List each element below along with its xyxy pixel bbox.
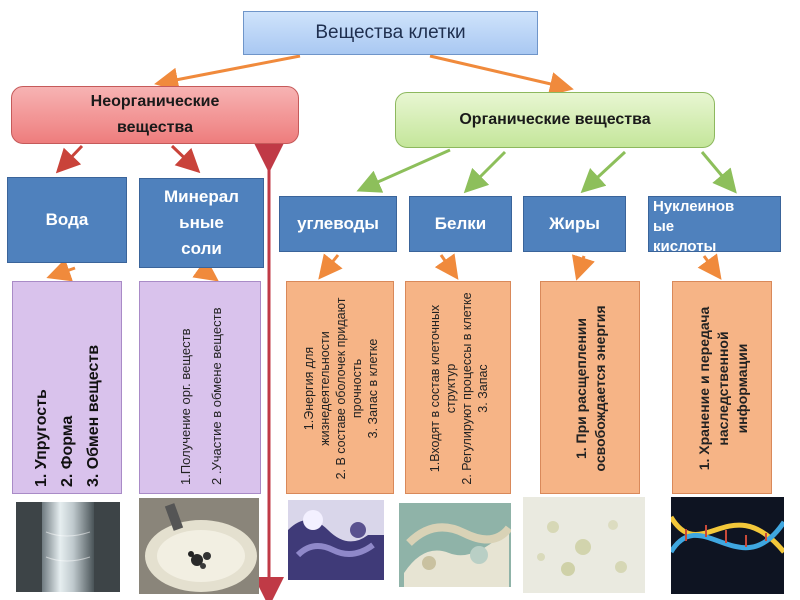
salts-item-1: 1.Получение орг. веществ — [178, 328, 193, 485]
mineral-dish-image — [139, 498, 259, 594]
water-node: Вода — [7, 177, 127, 263]
fats-label: Жиры — [549, 214, 600, 233]
root-node: Вещества клетки — [243, 11, 538, 55]
salts-item-2: 2 .Участие в обмене веществ — [209, 307, 224, 486]
salts-description: 1.Получение орг. веществ 2 .Участие в об… — [139, 281, 261, 494]
inorganic-line2: вещества — [117, 119, 193, 136]
arrow-nucleic-desc — [697, 253, 722, 280]
water-label: Вода — [45, 210, 89, 229]
proteins-item-2: 2. Регулируют процессы в клетке — [460, 292, 474, 485]
arrow-organic-carbs — [356, 148, 451, 193]
nucleic-description: 1. Хранение и передача наследственной ин… — [672, 281, 772, 494]
water-tube-image — [16, 502, 120, 592]
protein-image — [399, 503, 511, 587]
carbs-node: углеводы — [279, 196, 397, 252]
water-description: 1. Упругость 2. Форма 3. Обмен веществ — [12, 281, 122, 494]
carbs-label: углеводы — [297, 214, 379, 233]
carbs-item-2: 2. В составе оболочек придают прочность — [334, 297, 364, 480]
nucleic-node: Нуклеинов ые кислоты — [648, 196, 781, 252]
arrow-inorganic-water — [55, 144, 84, 174]
arrow-organic-proteins — [463, 150, 507, 194]
salts-line1: Минерал — [164, 187, 239, 206]
nucleic-line3: кислоты — [653, 238, 717, 252]
salts-line2: ьные — [179, 213, 224, 232]
carbs-item-1: 1.Энергия для жизнедеятельности — [302, 331, 332, 446]
nucleic-text: 1. Хранение и передача наследственной ин… — [695, 306, 750, 471]
nucleic-line2: ые — [653, 218, 675, 235]
nucleic-line1: Нуклеинов — [653, 198, 735, 215]
arrow-fats-desc — [571, 254, 595, 281]
proteins-item-1: 1.Входят в состав клеточных структур — [428, 304, 458, 473]
salts-node: Минерал ьные соли — [139, 178, 264, 268]
organic-title: Органические вещества — [459, 111, 651, 128]
arrow-root-organic — [429, 54, 574, 96]
inorganic-node: Неорганические вещества — [11, 86, 299, 144]
arrow-organic-nucleic — [700, 151, 737, 194]
arrow-proteins-desc — [434, 253, 459, 280]
fat-image — [523, 497, 645, 593]
dna-image — [671, 497, 784, 594]
proteins-node: Белки — [409, 196, 512, 252]
inorganic-line1: Неорганические — [90, 93, 220, 110]
arrow-root-inorganic — [154, 54, 301, 92]
arrow-inorganic-salts — [170, 144, 201, 174]
water-item-3: 3. Обмен веществ — [85, 344, 102, 487]
arrow-salts-desc — [192, 257, 219, 282]
fats-description: 1. При расщеплении освобождается энергия — [540, 281, 640, 494]
carbohydrate-image — [288, 500, 384, 580]
root-title: Вещества клетки — [315, 22, 466, 43]
carbs-description: 1.Энергия для жизнедеятельности 2. В сос… — [286, 281, 394, 494]
water-item-1: 1. Упругость — [33, 389, 50, 487]
arrow-water-desc — [46, 258, 76, 282]
arrow-carbs-desc — [318, 253, 343, 280]
proteins-description: 1.Входят в состав клеточных структур 2. … — [405, 281, 511, 494]
fats-node: Жиры — [523, 196, 626, 252]
proteins-item-3: 3. Запас — [476, 364, 490, 413]
carbs-item-3: 3. Запас в клетке — [366, 338, 380, 439]
arrow-organic-fats — [580, 150, 627, 194]
fats-text: 1. При расщеплении освобождается энергия — [573, 305, 608, 472]
organic-node: Органические вещества — [395, 92, 715, 148]
salts-line3: соли — [181, 239, 222, 258]
proteins-label: Белки — [434, 214, 487, 233]
water-item-2: 2. Форма — [59, 415, 76, 487]
